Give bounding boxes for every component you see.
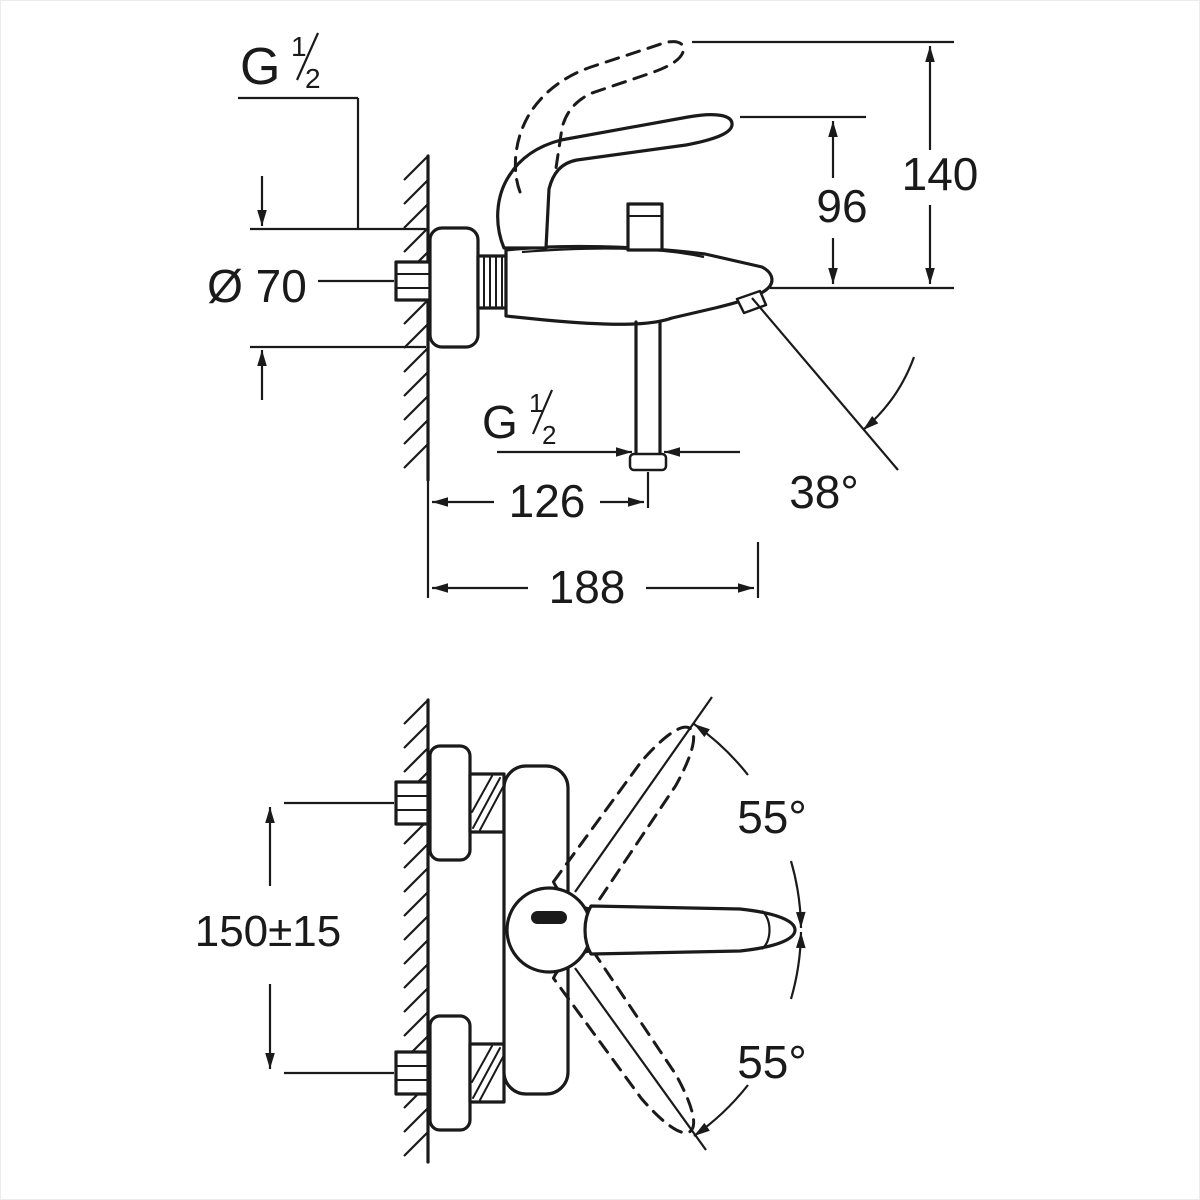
inlet-connection-bottom	[394, 1014, 506, 1132]
thread-hose-den: 2	[542, 420, 556, 450]
side-view: G 1 2 Ø 70 140 96	[207, 31, 978, 613]
flange-diameter-label: Ø 70	[207, 260, 307, 312]
plan-view: 55° 55° 150±15	[195, 696, 807, 1164]
dim-height-spout: 96	[740, 115, 868, 284]
hose-distance-label: 126	[509, 475, 586, 527]
spout-angle-label: 38°	[789, 466, 859, 518]
inlet-connection-top	[394, 744, 506, 862]
shower-hose	[628, 320, 668, 508]
wall-hatching-top	[403, 154, 430, 598]
dim-flange-diameter: Ø 70	[207, 176, 426, 400]
cartridge-boss	[505, 886, 593, 974]
dim-thread-hose: G 1 2	[482, 388, 740, 457]
lever-raised-dashed	[513, 40, 686, 194]
thread-hose-g: G	[482, 396, 518, 448]
dim-thread-wall: G 1 2	[238, 31, 360, 228]
dim-connection-spacing: 150±15	[195, 801, 394, 1075]
height-overall-label: 140	[902, 148, 979, 200]
escutcheon-side	[428, 226, 480, 349]
lever-handle-side	[496, 113, 734, 250]
thread-hose-num: 1	[529, 388, 543, 418]
dim-swivel-up: 55°	[693, 723, 807, 929]
lever-slot	[531, 911, 567, 924]
thread-wall-den: 2	[305, 63, 321, 94]
connection-spacing-label: 150±15	[195, 907, 342, 956]
dim-height-overall: 140	[692, 40, 979, 290]
projection-label: 188	[549, 561, 626, 613]
swivel-down-label: 55°	[737, 1036, 807, 1088]
dim-swivel-down: 55°	[693, 931, 807, 1137]
swivel-axis-up	[574, 696, 713, 893]
thread-wall-g: G	[240, 38, 280, 96]
wall-connection-side	[394, 226, 508, 349]
lever-handle-plan	[583, 904, 797, 956]
faucet-body-side	[504, 202, 774, 326]
diverter-knob	[626, 202, 664, 252]
fraction-slash	[295, 32, 320, 81]
swivel-up-label: 55°	[737, 791, 807, 843]
height-spout-label: 96	[816, 180, 867, 232]
dim-projection: 188	[432, 542, 760, 613]
dim-hose-distance: 126	[432, 475, 644, 527]
swivel-axis-down	[574, 967, 707, 1151]
dim-spout-angle: 38°	[751, 297, 916, 518]
thread-wall-num: 1	[291, 31, 307, 62]
fraction-slash	[531, 389, 554, 435]
